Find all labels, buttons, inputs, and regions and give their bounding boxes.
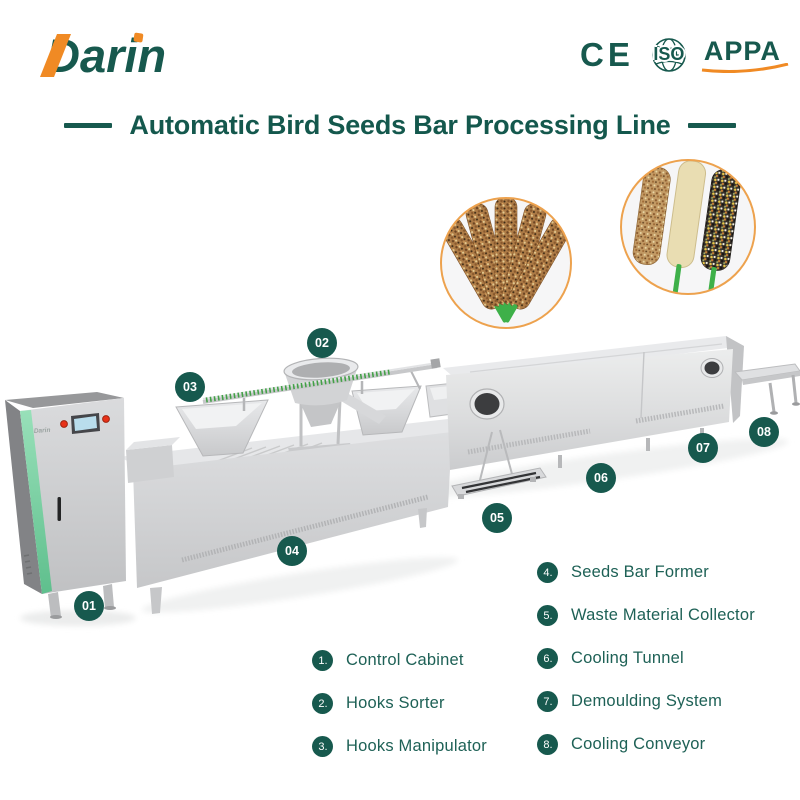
svg-text:01: 01 bbox=[82, 599, 96, 613]
seeds-bar-former-front bbox=[126, 432, 452, 614]
darin-logo-icon: Darin bbox=[40, 29, 166, 82]
badge-05: 05 bbox=[482, 503, 512, 533]
iso-mark: ISO bbox=[648, 34, 690, 76]
legend-item-hooks-manipulator: 3. Hooks Manipulator bbox=[312, 736, 487, 757]
legend-num-8: 8. bbox=[537, 734, 558, 755]
legend-item-cooling-tunnel: 6. Cooling Tunnel bbox=[537, 648, 755, 669]
logo-slash bbox=[40, 34, 71, 77]
darin-logo: Darin bbox=[36, 20, 226, 90]
cooling-conveyor bbox=[734, 363, 800, 415]
svg-text:07: 07 bbox=[696, 441, 710, 455]
hopper-left bbox=[175, 399, 269, 457]
legend-item-control-cabinet: 1. Control Cabinet bbox=[312, 650, 487, 671]
legend-num-7: 7. bbox=[537, 691, 558, 712]
hooks-manipulator-rail bbox=[202, 358, 441, 411]
cooling-tunnel bbox=[443, 336, 744, 470]
badge-06: 06 bbox=[586, 463, 616, 493]
legend-num-3: 3. bbox=[312, 736, 333, 757]
cabinet-logo: Darin bbox=[34, 427, 51, 435]
svg-text:04: 04 bbox=[285, 544, 299, 558]
svg-text:05: 05 bbox=[490, 511, 504, 525]
badge-03: 03 bbox=[175, 372, 205, 402]
ce-mark: CE bbox=[580, 36, 634, 73]
badge-02: 02 bbox=[307, 328, 337, 358]
appa-mark: APPA bbox=[701, 36, 789, 75]
badge-01: 01 bbox=[74, 591, 104, 621]
certifications: CE ISO APPA bbox=[580, 30, 789, 80]
legend-num-1: 1. bbox=[312, 650, 333, 671]
inset-seed-bars-varieties bbox=[620, 159, 756, 295]
machine-badges: 01 02 03 04 05 06 bbox=[74, 328, 779, 621]
legend-num-5: 5. bbox=[537, 605, 558, 626]
appa-swoosh-icon bbox=[701, 62, 789, 73]
page-title-row: Automatic Bird Seeds Bar Processing Line bbox=[0, 110, 800, 141]
inset-seed-bars-fanned bbox=[440, 197, 572, 329]
badge-04: 04 bbox=[277, 536, 307, 566]
badge-08: 08 bbox=[749, 417, 779, 447]
globe-icon bbox=[652, 38, 686, 72]
logo-i-dot bbox=[133, 32, 144, 43]
title-dash-left bbox=[64, 123, 113, 128]
svg-text:03: 03 bbox=[183, 380, 197, 394]
legend-item-seeds-bar-former: 4. Seeds Bar Former bbox=[537, 562, 755, 583]
hopper-middle bbox=[351, 385, 422, 436]
badge-07: 07 bbox=[688, 433, 718, 463]
page-title: Automatic Bird Seeds Bar Processing Line bbox=[129, 110, 671, 140]
legend-num-2: 2. bbox=[312, 693, 333, 714]
legend-item-cooling-conveyor: 8. Cooling Conveyor bbox=[537, 734, 755, 755]
svg-text:06: 06 bbox=[594, 471, 608, 485]
svg-text:02: 02 bbox=[315, 336, 329, 350]
legend-column-right: 4. Seeds Bar Former 5. Waste Material Co… bbox=[537, 562, 755, 755]
legend-num-6: 6. bbox=[537, 648, 558, 669]
legend-item-waste-material-collector: 5. Waste Material Collector bbox=[537, 605, 755, 626]
control-cabinet: Darin bbox=[5, 392, 126, 619]
legend-item-hooks-sorter: 2. Hooks Sorter bbox=[312, 693, 487, 714]
legend-item-demoulding-system: 7. Demoulding System bbox=[537, 691, 755, 712]
svg-text:08: 08 bbox=[757, 425, 771, 439]
title-dash-right bbox=[687, 123, 736, 128]
waste-material-collector bbox=[451, 429, 547, 499]
legend-num-4: 4. bbox=[537, 562, 558, 583]
legend-column-left: 1. Control Cabinet 2. Hooks Sorter 3. Ho… bbox=[312, 650, 487, 757]
